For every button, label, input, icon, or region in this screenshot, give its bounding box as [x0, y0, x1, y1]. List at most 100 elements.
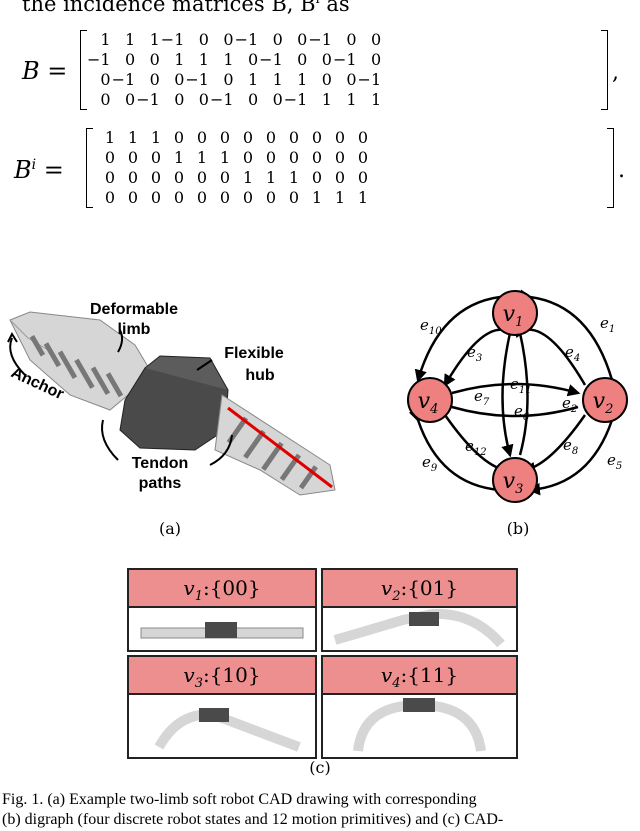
node-v2-label: v2 — [593, 389, 614, 417]
matrix-bi-cell: 0 — [357, 168, 368, 187]
matrix-b-cell: 1 — [321, 90, 332, 109]
matrix-b-cell: 1 — [125, 30, 136, 49]
matrix-bi-cell: 0 — [219, 168, 230, 187]
matrix-b-cell: 1 — [174, 50, 185, 69]
matrix-bi-cell: 0 — [104, 188, 115, 207]
node-v3-label: v3 — [503, 469, 524, 497]
matrix-b-cell: 0 — [247, 90, 259, 109]
matrix-bi-cell: 1 — [288, 168, 299, 187]
matrix-bi-cell: 1 — [104, 128, 115, 147]
matrix-b-cell: 0 — [100, 90, 111, 109]
node-v3 — [492, 457, 538, 503]
matrix-b-cell: 0 — [321, 50, 332, 69]
matrix-bi-cell: 0 — [311, 148, 322, 167]
matrix-bi-cell: 0 — [104, 168, 115, 187]
label-hub: hub — [245, 367, 275, 384]
matrix-bi-cell: 0 — [357, 128, 368, 147]
matrix-b-cell: 0 — [125, 50, 136, 69]
matrix-b-cell: −1 — [357, 70, 382, 89]
matrix-bi-cell: 0 — [288, 148, 299, 167]
matrix-b-comma: , — [612, 60, 619, 85]
node-v1-label: v1 — [503, 302, 524, 330]
matrix-b-cell: 0 — [149, 70, 160, 89]
label-limb: limb — [118, 321, 151, 338]
matrix-bi-cell: 1 — [196, 148, 207, 167]
matrix-b-cell: 0 — [125, 90, 136, 109]
matrix-bi-cell: 1 — [242, 168, 253, 187]
intro-text: the incidence matrices B, Bi as — [22, 0, 350, 16]
matrix-b-cell: 1 — [247, 70, 259, 89]
matrix-bi-cell: 0 — [265, 128, 276, 147]
matrix-bi-cell: 1 — [311, 188, 322, 207]
svg-text:e10: e10 — [420, 316, 442, 337]
svg-text:e3: e3 — [467, 343, 482, 364]
matrix-b-cell: 0 — [174, 70, 185, 89]
matrix-bi-cell: 0 — [242, 188, 253, 207]
node-v4 — [407, 377, 453, 423]
matrix-b-cell: −1 — [185, 70, 209, 89]
state-cell-v3: v3:{10} — [127, 655, 317, 759]
matrix-bi-cell: 0 — [265, 148, 276, 167]
matrix-b-cell: −1 — [234, 30, 259, 49]
matrix-b-cell: 0 — [247, 50, 259, 69]
matrix-b-cell: 1 — [149, 30, 160, 49]
label-flexible: Flexible — [224, 345, 284, 362]
matrix-b-cell: 0 — [272, 30, 283, 49]
matrix-bi-cell: 0 — [150, 168, 161, 187]
matrix-b-cell: 0 — [198, 30, 209, 49]
robot-cad-drawing: Deformable limb Flexible hub Anchor Tend… — [7, 301, 336, 496]
matrix-b-cell: −1 — [111, 70, 136, 89]
matrix-b-cell: 0 — [370, 50, 382, 69]
robot-state-bent-left — [154, 708, 301, 752]
robot-state-arch — [353, 698, 486, 752]
state-cell-v2: v2:{01} — [321, 568, 518, 652]
matrix-bi-cell: 0 — [150, 188, 161, 207]
caption-a: (a) — [158, 519, 182, 538]
matrix-bi-cell: 1 — [334, 188, 345, 207]
matrix-bi-cell: 0 — [242, 128, 253, 147]
matrix-b-cell: 1 — [198, 50, 209, 69]
matrix-b-cell: 0 — [321, 70, 332, 89]
matrix-bi-cell: 0 — [288, 128, 299, 147]
matrix-bi-cell: 0 — [127, 188, 138, 207]
matrix-b-cell: 0 — [198, 90, 209, 109]
matrix-bi-label: Bi = — [14, 156, 64, 184]
matrix-bi-cell: 0 — [196, 128, 207, 147]
matrix-bi-cell: 0 — [219, 188, 230, 207]
node-v4-label: v4 — [418, 389, 439, 417]
matrix-bi-cell: 1 — [173, 148, 184, 167]
robot-state-bent-right — [333, 608, 505, 648]
matrix-b-cell: 0 — [346, 70, 357, 89]
matrix-bi-cell: 0 — [311, 168, 322, 187]
state-cell-v4: v4:{11} — [321, 655, 518, 759]
matrix-b-cell: −1 — [87, 50, 111, 69]
svg-text:e1: e1 — [600, 314, 615, 335]
matrix-b-cell: −1 — [136, 90, 160, 109]
matrix-bi-cell: 0 — [173, 168, 184, 187]
matrix-b-cell: 0 — [297, 30, 308, 49]
matrix-bi-cell: 0 — [173, 128, 184, 147]
svg-text:e11: e11 — [510, 375, 532, 396]
matrix-b-cell: 1 — [297, 70, 308, 89]
matrix-b-cell: 0 — [346, 30, 357, 49]
state-cell-v1: v1:{00} — [127, 568, 317, 652]
caption-c: (c) — [309, 758, 331, 777]
matrix-bi-cell: 1 — [127, 128, 138, 147]
node-v2 — [582, 377, 628, 423]
matrix-b-cell: 0 — [100, 70, 111, 89]
matrix-bi-cell: 0 — [357, 148, 368, 167]
matrix-bi-cell: 0 — [196, 168, 207, 187]
matrix-b-cell: 1 — [370, 90, 382, 109]
node-v1 — [492, 290, 538, 336]
matrix-bi-cell: 0 — [173, 188, 184, 207]
figure-caption: Fig. 1. (a) Example two-limb soft robot … — [2, 791, 504, 828]
matrix-bi-period: . — [618, 158, 625, 183]
matrix-bi-cell: 0 — [334, 148, 345, 167]
matrix-bi-cell: 0 — [104, 148, 115, 167]
svg-text:e7: e7 — [474, 387, 490, 408]
